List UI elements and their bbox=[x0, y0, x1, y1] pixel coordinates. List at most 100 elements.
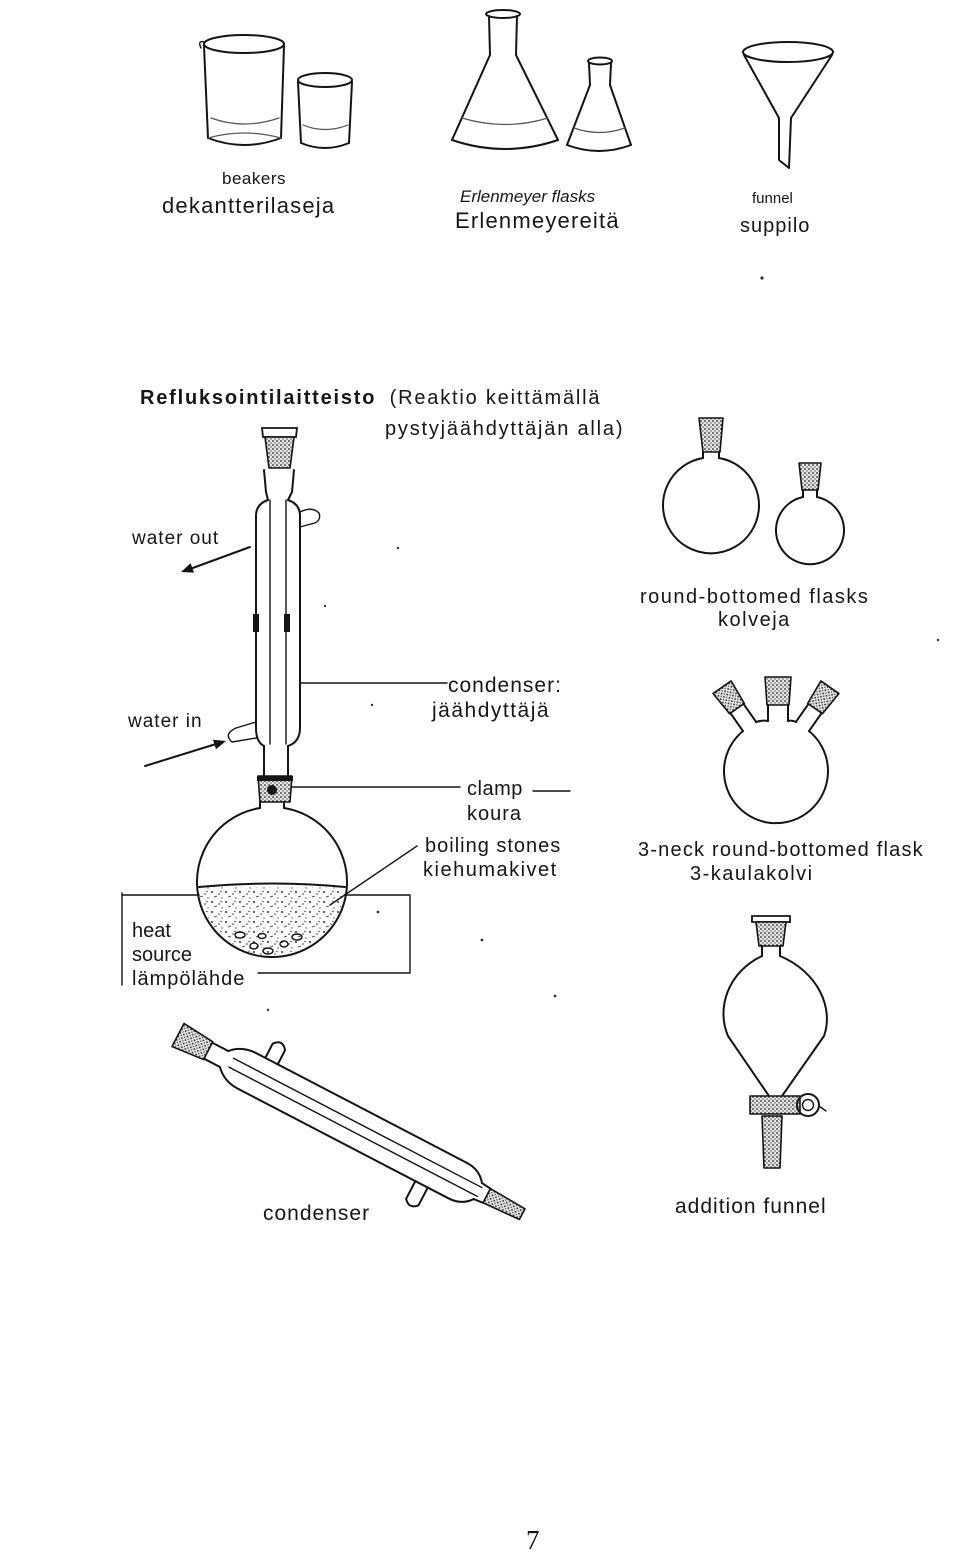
round-flasks-label-en: round-bottomed flasks bbox=[640, 586, 870, 608]
three-neck-right-joint bbox=[806, 680, 840, 715]
large-beaker-spout bbox=[198, 40, 206, 49]
condenser-top-neck bbox=[203, 1041, 230, 1068]
condenser-upper-side-arm bbox=[264, 1041, 287, 1066]
water-in-label: water in bbox=[128, 711, 203, 732]
large-erlenmeyer-flask bbox=[451, 9, 559, 150]
reflux-title-bold: Refluksointilaitteisto bbox=[140, 387, 377, 409]
addition-funnel-stopper-cap bbox=[751, 915, 791, 923]
small-beaker-rim bbox=[297, 72, 353, 88]
scan-speck bbox=[553, 994, 557, 998]
large-erlenmeyer-neck bbox=[488, 15, 518, 56]
boiling-stone bbox=[234, 931, 246, 939]
three-neck-center-joint bbox=[764, 676, 792, 706]
large-erlenmeyer-cone bbox=[451, 54, 559, 141]
clamp-label-fi: koura bbox=[467, 803, 523, 825]
condenser-joint-mark-left bbox=[253, 614, 259, 632]
condenser-jacket-lower-wall bbox=[218, 1065, 475, 1203]
erlenmeyer-label-fi: Erlenmeyereitä bbox=[455, 208, 620, 233]
small-erlenmeyer-neck bbox=[588, 62, 612, 86]
small-erlenmeyer-base bbox=[566, 144, 632, 152]
condenser-bottom-label: condenser bbox=[263, 1202, 371, 1225]
small-beaker-inner-line bbox=[302, 124, 349, 131]
water-out-side-arm bbox=[299, 508, 321, 528]
scan-speck bbox=[396, 546, 400, 550]
reflux-title-line2: pystyjäähdyttäjän alla) bbox=[385, 418, 625, 440]
large-beaker-rim bbox=[203, 34, 285, 54]
water-in-arrow-line bbox=[144, 743, 217, 767]
condenser-end-taper bbox=[472, 1182, 492, 1204]
three-neck-center-neck bbox=[767, 704, 789, 722]
scan-speck bbox=[370, 703, 374, 707]
large-beaker-base-back bbox=[207, 132, 282, 139]
boiling-stones-leader-line bbox=[329, 845, 418, 906]
boiling-stone bbox=[291, 933, 303, 941]
three-neck-right-neck bbox=[794, 680, 840, 733]
heat-source-label-fi: lämpölähde bbox=[132, 968, 246, 990]
three-neck-right-neck-walls bbox=[794, 702, 823, 733]
reflux-condenser-lower-tube bbox=[263, 745, 289, 777]
clamp-band bbox=[257, 776, 293, 781]
liquid-fill bbox=[198, 887, 346, 956]
heat-source-label-line2: source bbox=[132, 944, 193, 966]
condenser-jacket-upper-wall bbox=[227, 1047, 483, 1185]
small-erlenmeyer-inner-line bbox=[573, 127, 626, 134]
large-beaker-inner-line bbox=[210, 117, 280, 125]
funnel-label-en: funnel bbox=[752, 190, 793, 207]
reflux-condenser-inner-tube bbox=[269, 499, 287, 745]
water-in-arrowhead bbox=[213, 739, 226, 750]
water-out-arrowhead bbox=[181, 563, 194, 573]
funnel-cone bbox=[743, 54, 833, 119]
large-beaker bbox=[198, 34, 285, 146]
funnel-label-fi: suppilo bbox=[740, 215, 811, 237]
addition-funnel-body bbox=[722, 955, 828, 1097]
scan-speck bbox=[323, 604, 327, 608]
small-flask-bulb bbox=[775, 496, 845, 566]
beakers-label-en: beakers bbox=[222, 169, 286, 188]
addition-funnel-stopcock-handle-inner bbox=[801, 1098, 815, 1112]
large-flask-neck bbox=[702, 451, 720, 459]
addition-funnel-neck bbox=[761, 945, 781, 957]
small-round-bottomed-flask bbox=[775, 462, 845, 566]
three-neck-left-neck bbox=[712, 680, 758, 733]
small-beaker-base bbox=[300, 142, 350, 149]
large-flask-bulb bbox=[662, 457, 760, 555]
reflux-flask-neck bbox=[259, 801, 285, 809]
boiling-stone bbox=[262, 947, 274, 955]
addition-funnel-stopcock-tail bbox=[818, 1105, 827, 1112]
three-neck-left-joint bbox=[712, 680, 746, 715]
reflux-stopper bbox=[264, 436, 295, 469]
funnel-drawing bbox=[742, 41, 834, 169]
reflux-title-line1: Refluksointilaitteisto (Reaktio keittämä… bbox=[140, 388, 601, 408]
condenser-bottom-ground-joint bbox=[482, 1187, 526, 1221]
small-flask-ground-joint bbox=[798, 462, 822, 491]
reflux-title-rest: (Reaktio keittämällä bbox=[389, 387, 602, 409]
beakers-label-fi: dekantterilaseja bbox=[162, 193, 336, 218]
condenser-drawing bbox=[171, 1022, 526, 1221]
addition-funnel-stopcock-handle bbox=[796, 1093, 820, 1117]
boiling-stone bbox=[249, 942, 259, 950]
large-flask-ground-joint bbox=[698, 417, 724, 453]
condenser-label-fi: jäähdyttäjä bbox=[432, 699, 551, 722]
funnel-stem bbox=[778, 117, 792, 169]
condenser-label-en: condenser: bbox=[448, 674, 562, 697]
addition-funnel-outlet-joint bbox=[761, 1115, 783, 1169]
large-erlenmeyer-lip bbox=[485, 9, 521, 19]
water-in-side-arm bbox=[227, 721, 257, 743]
round-flasks-label-fi: kolveja bbox=[718, 609, 791, 631]
addition-funnel-stopcock-barrel bbox=[749, 1095, 801, 1115]
boiling-stone bbox=[279, 940, 289, 948]
three-neck-label-fi: 3-kaulakolvi bbox=[690, 863, 814, 885]
condenser-top-ground-joint bbox=[171, 1022, 214, 1061]
reflux-condenser-jacket-right bbox=[287, 499, 301, 747]
scan-speck bbox=[480, 938, 484, 942]
heat-source-label-line1: heat bbox=[132, 920, 171, 942]
reflux-flask-liquid bbox=[198, 887, 346, 956]
addition-funnel-stopper bbox=[755, 921, 787, 947]
addition-funnel-label: addition funnel bbox=[675, 1195, 827, 1218]
large-erlenmeyer-inner-line bbox=[461, 117, 549, 126]
small-flask-neck bbox=[802, 489, 818, 498]
reflux-flask-bulb bbox=[196, 807, 348, 959]
boiling-stones-label-en: boiling stones bbox=[425, 835, 562, 857]
